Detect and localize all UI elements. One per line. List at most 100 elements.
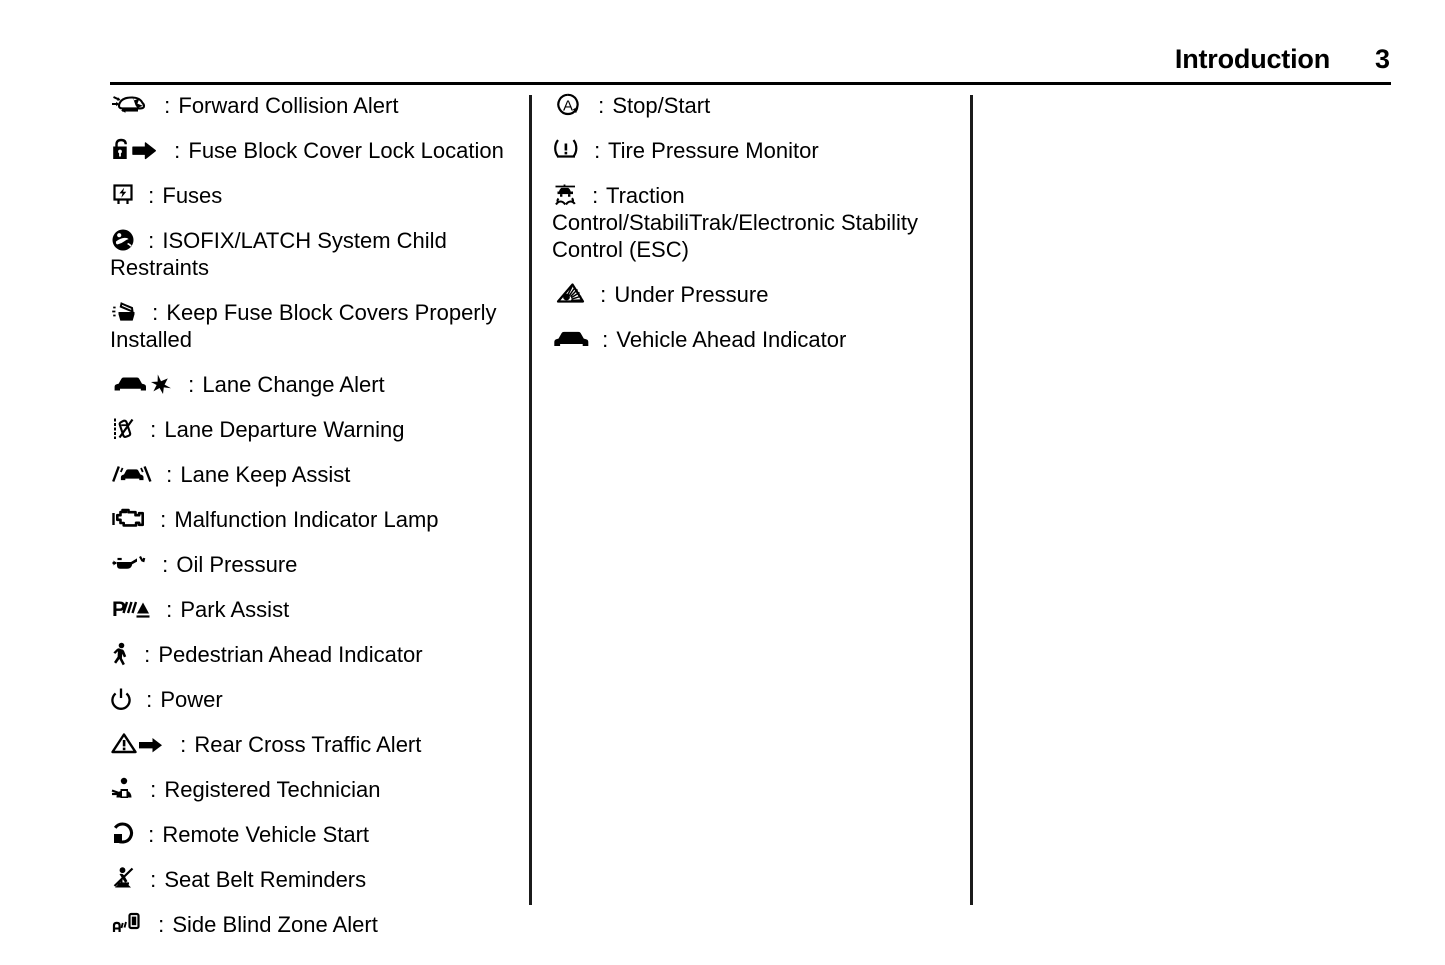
side-blind-zone-alert-icon <box>110 911 146 937</box>
symbol-entry-pedestrian-ahead-indicator: : Pedestrian Ahead Indicator <box>110 641 510 668</box>
middle-column: A : Stop/Start : Tire Pressure Monitor <box>552 92 952 371</box>
power-icon <box>110 686 134 712</box>
entry-separator: : <box>166 597 173 622</box>
page-header: Introduction 3 <box>110 44 1390 84</box>
symbol-label: Oil Pressure <box>176 552 298 577</box>
symbol-entry-oil-pressure: : Oil Pressure <box>110 551 510 578</box>
symbol-entry-fuse-block-cover-lock-location: : Fuse Block Cover Lock Location <box>110 137 510 164</box>
entry-separator: : <box>166 462 173 487</box>
keep-fuse-block-covers-installed-icon <box>110 299 140 325</box>
symbol-label: Traction Control/StabiliTrak/Electronic … <box>552 183 918 262</box>
entry-separator: : <box>174 138 181 163</box>
symbol-label: Remote Vehicle Start <box>162 822 370 847</box>
symbol-label: Stop/Start <box>612 93 711 118</box>
symbol-label: Tire Pressure Monitor <box>607 138 819 163</box>
symbol-entry-stop-start: A : Stop/Start <box>552 92 952 119</box>
registered-technician-icon <box>110 776 138 802</box>
symbol-entry-tire-pressure-monitor: : Tire Pressure Monitor <box>552 137 952 164</box>
symbol-label: Fuses <box>162 183 223 208</box>
symbol-entry-side-blind-zone-alert: : Side Blind Zone Alert <box>110 911 510 938</box>
symbol-entry-rear-cross-traffic-alert: : Rear Cross Traffic Alert <box>110 731 510 758</box>
header-rule <box>110 82 1391 85</box>
oil-pressure-icon <box>110 551 150 577</box>
entry-separator: : <box>162 552 169 577</box>
symbol-label: Keep Fuse Block Covers Properly Installe… <box>110 300 497 352</box>
entry-separator: : <box>600 282 607 307</box>
symbol-label: Park Assist <box>180 597 290 622</box>
column-divider-2 <box>970 95 973 905</box>
entry-separator: : <box>148 822 155 847</box>
svg-text:P: P <box>112 598 126 621</box>
symbol-label: Lane Change Alert <box>202 372 385 397</box>
symbol-entry-malfunction-indicator-lamp: : Malfunction Indicator Lamp <box>110 506 510 533</box>
symbol-entry-power: : Power <box>110 686 510 713</box>
symbol-entry-lane-keep-assist: : Lane Keep Assist <box>110 461 510 488</box>
page-title: Introduction <box>1174 44 1330 74</box>
entry-separator: : <box>592 183 599 208</box>
lane-departure-warning-icon <box>110 416 138 442</box>
symbol-entry-traction-control-stabilitrak: : Traction Control/StabiliTrak/Electroni… <box>552 182 952 263</box>
symbol-entry-registered-technician: : Registered Technician <box>110 776 510 803</box>
symbol-entry-under-pressure: : Under Pressure <box>552 281 952 308</box>
symbol-label: Rear Cross Traffic Alert <box>194 732 422 757</box>
symbol-label: Seat Belt Reminders <box>164 867 367 892</box>
symbol-label: Registered Technician <box>164 777 381 802</box>
vehicle-ahead-indicator-icon <box>552 326 590 352</box>
symbol-entry-remote-vehicle-start: : Remote Vehicle Start <box>110 821 510 848</box>
symbol-label: ISOFIX/LATCH System Child Restraints <box>110 228 447 280</box>
lane-keep-assist-icon <box>110 461 154 487</box>
seat-belt-reminders-icon <box>110 866 138 892</box>
symbol-entry-lane-departure-warning: : Lane Departure Warning <box>110 416 510 443</box>
symbol-entry-park-assist: P : Park Assist <box>110 596 510 623</box>
stop-start-icon: A <box>552 92 586 118</box>
entry-separator: : <box>152 300 159 325</box>
entry-separator: : <box>150 417 157 442</box>
symbol-entry-isofix-latch: : ISOFIX/LATCH System Child Restraints <box>110 227 510 281</box>
entry-separator: : <box>150 867 157 892</box>
symbol-entry-forward-collision-alert: : Forward Collision Alert <box>110 92 510 119</box>
symbol-label: Vehicle Ahead Indicator <box>616 327 847 352</box>
forward-collision-alert-icon <box>110 92 152 118</box>
park-assist-icon: P <box>110 596 154 622</box>
symbol-label: Power <box>160 687 223 712</box>
left-column: : Forward Collision Alert : Fuse Block C… <box>110 92 510 956</box>
symbol-label: Forward Collision Alert <box>178 93 399 118</box>
rear-cross-traffic-alert-icon <box>110 731 168 757</box>
symbol-entry-keep-fuse-block-covers-installed: : Keep Fuse Block Covers Properly Instal… <box>110 299 510 353</box>
symbol-entry-fuses: : Fuses <box>110 182 510 209</box>
tire-pressure-monitor-icon <box>552 137 582 163</box>
traction-control-stabilitrak-icon <box>552 182 580 208</box>
entry-separator: : <box>598 93 605 118</box>
entry-separator: : <box>144 642 151 667</box>
entry-separator: : <box>594 138 601 163</box>
symbol-entry-vehicle-ahead-indicator: : Vehicle Ahead Indicator <box>552 326 952 353</box>
entry-separator: : <box>164 93 171 118</box>
symbol-label: Side Blind Zone Alert <box>172 912 378 937</box>
entry-separator: : <box>180 732 187 757</box>
remote-vehicle-start-icon <box>110 821 136 847</box>
symbol-label: Lane Departure Warning <box>164 417 405 442</box>
symbol-index-columns: : Forward Collision Alert : Fuse Block C… <box>0 92 1445 937</box>
entry-separator: : <box>148 183 155 208</box>
symbol-label: Lane Keep Assist <box>180 462 351 487</box>
symbol-label: Pedestrian Ahead Indicator <box>158 642 423 667</box>
isofix-latch-child-restraint-icon <box>110 227 136 253</box>
page-number: 3 <box>1374 44 1390 74</box>
pedestrian-ahead-indicator-icon <box>110 641 132 667</box>
lane-change-alert-icon <box>110 371 176 397</box>
symbol-label: Malfunction Indicator Lamp <box>174 507 439 532</box>
symbol-label: Under Pressure <box>614 282 769 307</box>
entry-separator: : <box>146 687 153 712</box>
entry-separator: : <box>150 777 157 802</box>
malfunction-indicator-lamp-icon <box>110 506 148 532</box>
symbol-entry-lane-change-alert: : Lane Change Alert <box>110 371 510 398</box>
symbol-label: Fuse Block Cover Lock Location <box>188 138 504 163</box>
entry-separator: : <box>158 912 165 937</box>
fuse-block-cover-lock-location-icon <box>110 137 162 163</box>
entry-separator: : <box>160 507 167 532</box>
symbol-entry-seat-belt-reminders: : Seat Belt Reminders <box>110 866 510 893</box>
entry-separator: : <box>602 327 609 352</box>
entry-separator: : <box>188 372 195 397</box>
under-pressure-icon <box>552 281 588 307</box>
svg-text:A: A <box>563 98 573 115</box>
